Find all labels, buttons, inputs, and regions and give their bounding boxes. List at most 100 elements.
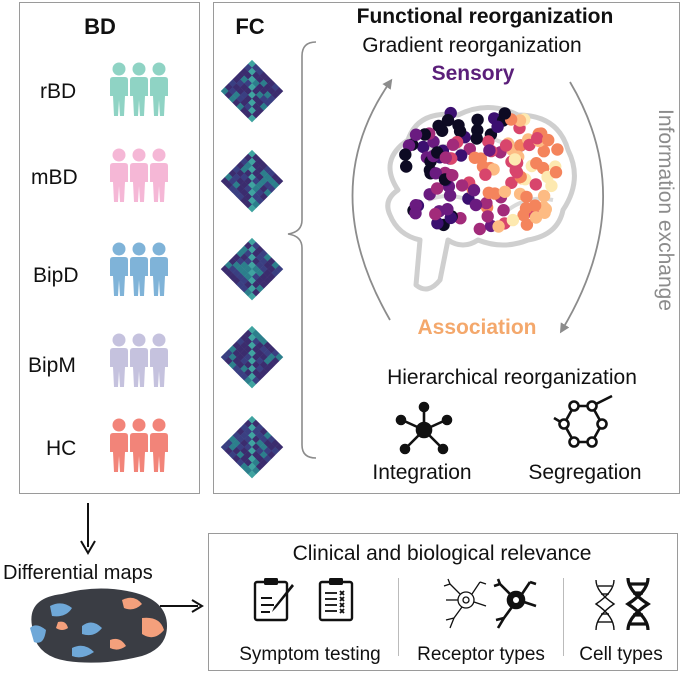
gradient-label: Gradient reorganization — [362, 34, 582, 57]
group-label-bipd: BipD — [33, 264, 79, 287]
brain-gradient-dot — [506, 213, 520, 227]
bd-panel — [19, 2, 200, 494]
fc-matrix-5 — [220, 415, 284, 479]
brain-gradient-dot — [528, 199, 542, 212]
down-arrow — [80, 503, 96, 555]
clinical-divider-2 — [563, 578, 564, 656]
brain-gradient-dot — [443, 189, 457, 202]
people-icon-rbd — [110, 62, 168, 116]
association-label: Association — [417, 316, 537, 339]
fc-matrix-2 — [220, 149, 284, 213]
brain-gradient-dot — [430, 182, 444, 195]
group-label-mbd: mBD — [31, 166, 78, 189]
brain-gradient-dot — [469, 198, 483, 212]
fc-matrix-3 — [220, 237, 284, 301]
brain-gradient-dot — [505, 176, 518, 189]
brain-gradient-map — [385, 105, 577, 292]
brain-gradient-dot — [473, 222, 486, 236]
neuron-outline-icon — [443, 578, 487, 629]
bd-title: BD — [84, 14, 116, 39]
clinical-divider-1 — [398, 578, 399, 656]
people-icon-mbd — [110, 148, 168, 202]
group-label-rbd: rBD — [40, 80, 77, 103]
brain-gradient-dot — [529, 211, 543, 224]
right-arrow — [160, 599, 204, 613]
integration-label: Integration — [372, 461, 472, 484]
integration-icon — [395, 401, 453, 455]
symptom-testing-label: Symptom testing — [239, 644, 381, 665]
differential-brain-map — [30, 588, 167, 663]
dna-outline-icon — [594, 579, 616, 631]
brain-gradient-dot — [479, 168, 492, 181]
clipboard-pencil-icon — [253, 578, 294, 622]
brain-gradient-dot — [467, 184, 481, 197]
brain-gradient-dot — [409, 128, 423, 141]
people-icon-hc — [110, 418, 168, 472]
brain-gradient-dot — [481, 210, 494, 223]
fc-matrix-1 — [220, 59, 284, 123]
brain-gradient-dot — [446, 138, 460, 151]
brain-gradient-dot — [439, 151, 452, 164]
right-arc-arrow — [559, 81, 605, 334]
brain-gradient-dot — [545, 179, 558, 193]
brain-gradient-dot — [510, 166, 524, 179]
segregation-label: Segregation — [528, 461, 642, 484]
brain-gradient-dot — [531, 132, 544, 145]
brain-gradient-dot — [441, 114, 455, 127]
sensory-label: Sensory — [431, 62, 515, 85]
brain-gradient-dot — [549, 166, 563, 179]
fc-title: FC — [235, 14, 265, 39]
fc-bracket — [287, 41, 317, 459]
brain-gradient-dot — [498, 185, 512, 198]
brain-gradient-dot — [432, 119, 445, 133]
brain-gradient-dot — [418, 128, 431, 141]
brain-gradient-dot — [551, 143, 564, 156]
information-exchange-label: Information exchange — [654, 109, 677, 311]
dna-filled-icon — [625, 577, 651, 631]
brain-gradient-dot — [468, 151, 481, 164]
brain-gradient-dot — [482, 186, 495, 199]
brain-gradient-dot — [452, 119, 465, 132]
brain-gradient-dot — [409, 207, 422, 220]
brain-gradient-dot — [520, 218, 534, 231]
brain-gradient-dot — [542, 133, 555, 147]
brain-gradient-dot — [492, 220, 505, 233]
brain-gradient-dot — [537, 145, 550, 158]
brain-gradient-dot — [417, 140, 430, 154]
functional-title: Functional reorganization — [356, 5, 614, 28]
brain-gradient-dot — [491, 120, 504, 133]
brain-gradient-dot — [471, 113, 484, 126]
brain-gradient-dot — [498, 107, 511, 120]
left-arc-arrow — [351, 78, 393, 321]
brain-gradient-dot — [454, 149, 468, 162]
brain-gradient-dot — [508, 153, 522, 166]
brain-gradient-dot — [429, 207, 442, 221]
brain-gradient-dot — [441, 203, 454, 216]
brain-gradient-dot — [400, 160, 413, 173]
brain-gradient-dot — [520, 190, 533, 204]
receptor-types-label: Receptor types — [417, 644, 545, 665]
segregation-icon — [553, 394, 613, 448]
cycle-arrows — [351, 78, 605, 334]
brain-gradient-dot — [455, 179, 469, 192]
clipboard-checklist-icon — [318, 578, 354, 622]
brain-gradient-dot — [497, 204, 510, 217]
brain-gradient-dot — [446, 169, 459, 182]
differential-maps-label: Differential maps — [3, 562, 153, 584]
brain-gradient-dot — [530, 157, 543, 170]
hierarchical-label: Hierarchical reorganization — [387, 366, 637, 389]
brain-gradient-dot — [499, 139, 513, 152]
brain-gradient-dot — [483, 144, 496, 157]
neuron-filled-icon — [493, 578, 537, 629]
people-icon-bipd — [110, 242, 168, 296]
brain-gradient-dot — [537, 189, 551, 203]
brain-gradient-dot — [399, 148, 412, 161]
group-label-bipm: BipM — [28, 354, 76, 377]
brain-gradient-dot — [529, 178, 542, 191]
brain-gradient-dot — [429, 167, 442, 180]
fc-matrix-4 — [220, 325, 284, 389]
clinical-title: Clinical and biological relevance — [292, 542, 592, 565]
brain-gradient-dot — [470, 132, 483, 145]
group-label-hc: HC — [46, 437, 77, 460]
cell-types-label: Cell types — [579, 644, 663, 665]
